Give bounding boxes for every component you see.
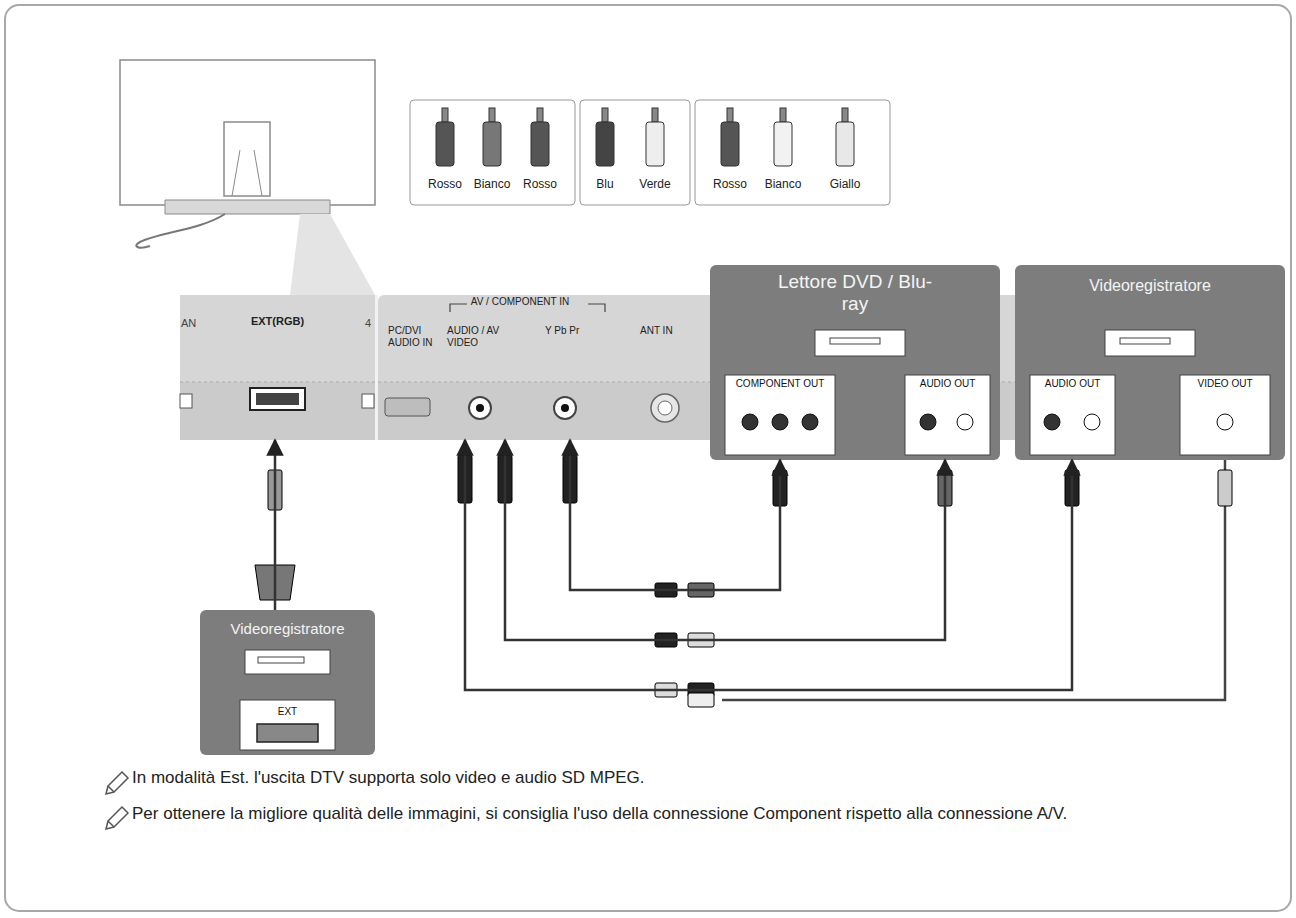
- port-label: AUDIO OUT: [905, 378, 990, 390]
- port-label: Bianco: [758, 178, 808, 192]
- port-label: COMPONENT OUT: [725, 378, 835, 390]
- node-heading: Videoregistratore: [1015, 277, 1285, 295]
- port-label: EXT: [240, 706, 335, 718]
- port-label: ANT IN: [640, 325, 700, 337]
- port-label: AUDIO / AV VIDEO: [447, 325, 522, 348]
- vcr-box: VideoregistratoreEXT: [200, 610, 375, 755]
- note-text: Per ottenere la migliore qualità delle i…: [132, 803, 1192, 824]
- port-label: AV / COMPONENT IN: [455, 296, 585, 308]
- cable-sample-box: RossoBiancoRosso: [410, 100, 575, 205]
- node-heading: Blu: [580, 178, 630, 192]
- port-label: PC/DVI AUDIO IN: [388, 325, 443, 348]
- tv-illustration: [120, 60, 375, 295]
- cable-sample-box: RossoBianco Giallo: [695, 100, 890, 205]
- note-icon: [106, 772, 128, 829]
- cable-connector: [465, 440, 1072, 690]
- cable-sample-box: BluVerde: [580, 100, 690, 205]
- cut-off-port-label: 4: [365, 317, 377, 331]
- node-heading: EXT(RGB): [235, 315, 320, 328]
- port-label: Y Pb Pr: [545, 325, 600, 337]
- cable-samples: [410, 100, 890, 205]
- port-label: AUDIO OUT: [1030, 378, 1115, 390]
- vcr-box: VideoregistratoreAUDIO OUT VIDEO OUT: [1015, 265, 1285, 460]
- cable-plugs: [255, 455, 1232, 707]
- node-heading: Rosso: [420, 178, 470, 192]
- dvd-player-box: Lettore DVD / Blu-rayCOMPONENT OUT AUDIO …: [710, 265, 1000, 460]
- port-label: Verde: [630, 178, 680, 192]
- cable-connector: [274, 440, 277, 610]
- port-label: Giallo: [820, 178, 870, 192]
- port-label: Bianco: [467, 178, 517, 192]
- cable-connector: [505, 440, 945, 640]
- node-heading: Videoregistratore: [200, 620, 375, 637]
- note-text: In modalità Est. l'uscita DTV supporta s…: [132, 767, 1232, 788]
- cable-connector: [570, 440, 780, 590]
- devices: [200, 265, 1285, 755]
- port-label: VIDEO OUT: [1180, 378, 1270, 390]
- node-heading: Lettore DVD / Blu-ray: [775, 271, 935, 315]
- node-heading: Rosso: [705, 178, 755, 192]
- tv-rear-panel: EXT(RGB) PC/DVI AUDIO IN AV / COMPONENT IN…: [180, 295, 1035, 440]
- cut-off-port-label: AN: [181, 317, 201, 331]
- port-label: Rosso: [515, 178, 565, 192]
